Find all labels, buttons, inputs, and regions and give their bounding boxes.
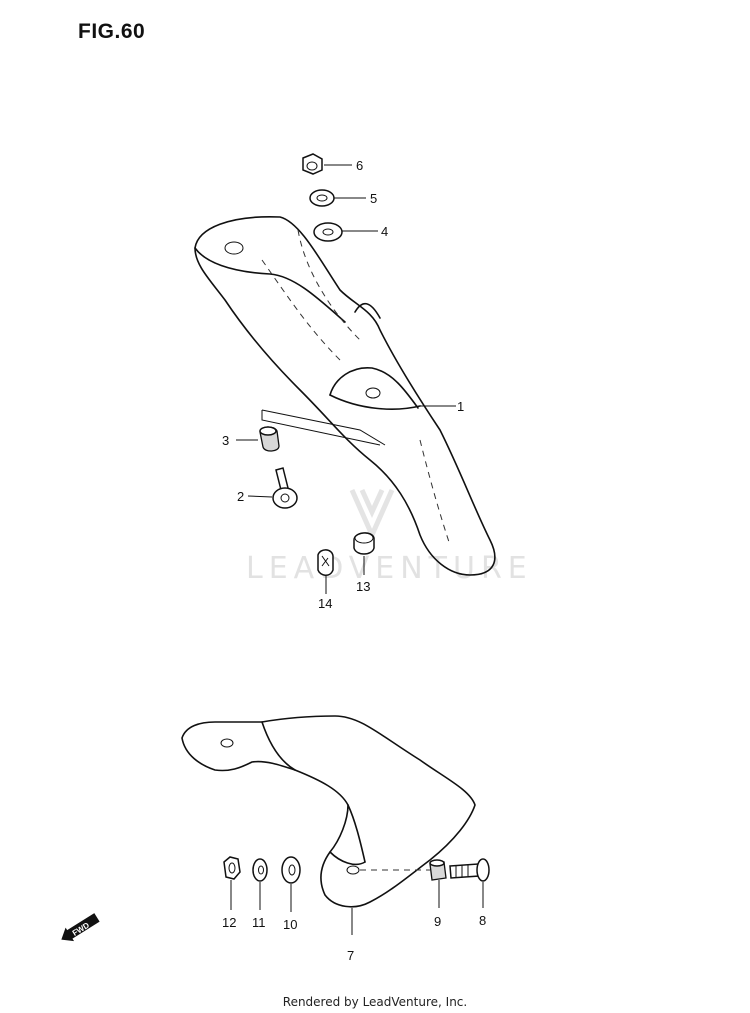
- part-1-cover: [194, 216, 496, 576]
- figure-title: FIG.60: [78, 20, 146, 43]
- part-5-lock-washer: [309, 189, 366, 207]
- callout-14: 14: [318, 596, 332, 611]
- callout-1: 1: [457, 399, 464, 414]
- watermark-text: LEADVENTURE: [246, 551, 533, 586]
- callout-11: 11: [252, 915, 266, 930]
- fwd-arrow-icon: FWD: [61, 913, 100, 942]
- part-10-washer: [281, 856, 301, 912]
- part-6-nut: [302, 153, 352, 175]
- callout-2: 2: [237, 489, 244, 504]
- part-3-collar: [236, 426, 280, 452]
- part-2-bolt: [247, 467, 298, 509]
- callout-5: 5: [370, 191, 377, 206]
- part-7-bracket: [181, 715, 476, 935]
- callout-9: 9: [434, 914, 441, 929]
- callout-10: 10: [283, 917, 297, 932]
- callout-8: 8: [479, 913, 486, 928]
- part-11-lock-washer: [252, 858, 268, 910]
- callout-4: 4: [381, 224, 388, 239]
- part-14-clip-nut: [317, 549, 334, 594]
- callout-13: 13: [356, 579, 370, 594]
- watermark-logo: [349, 488, 395, 542]
- part-13-grommet: [353, 532, 375, 575]
- part-9-collar: [360, 859, 447, 908]
- footer-credit: Rendered by LeadVenture, Inc.: [282, 995, 468, 1009]
- callout-6: 6: [356, 158, 363, 173]
- part-8-bolt: [449, 858, 490, 908]
- part-4-washer: [313, 222, 378, 242]
- callout-3: 3: [222, 433, 229, 448]
- callout-12: 12: [222, 915, 236, 930]
- callout-7: 7: [347, 948, 354, 963]
- part-12-nut: [223, 856, 241, 910]
